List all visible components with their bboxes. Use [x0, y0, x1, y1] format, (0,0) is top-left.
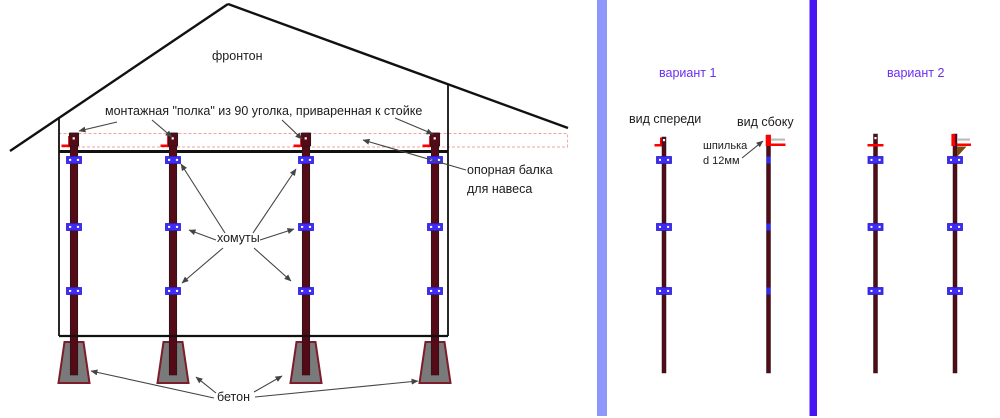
post-2	[160, 132, 181, 376]
variant2-side-post	[947, 133, 972, 374]
divider-bar-light	[597, 0, 607, 416]
clamps-label: хомуты	[217, 231, 260, 245]
concrete-arrow-1	[90, 369, 215, 399]
stud-label-line2: d 12мм	[703, 155, 740, 167]
beam-label: опорная балка для навеса	[467, 161, 553, 198]
concrete-arrow-3	[253, 375, 283, 393]
shelf-arrow-3	[281, 119, 303, 140]
annotation-arrows	[78, 117, 764, 399]
clamp-arrow-2	[188, 229, 217, 241]
shelf-arrow-4	[394, 117, 434, 135]
concrete-label: бетон	[217, 390, 250, 404]
canopy-guide-band	[58, 133, 568, 148]
post-1	[61, 132, 82, 376]
clamp-arrow-5	[259, 228, 295, 241]
beam-label-line1: опорная балка	[467, 163, 553, 177]
stud-label-line1: шпилька	[703, 140, 748, 152]
stud-label: шпилька d 12мм	[703, 139, 747, 169]
house-outline	[9, 2, 569, 338]
variant2-title: вариант 2	[887, 66, 945, 80]
variant1-side-view-label: вид сбоку	[737, 115, 794, 129]
roof-line-left	[9, 3, 229, 152]
roof-line-right	[227, 2, 569, 130]
variant1-side-post	[765, 134, 786, 374]
variant1-front-post	[654, 136, 672, 374]
main-posts	[61, 132, 443, 376]
shelf-arrow-1	[78, 121, 118, 133]
concrete-arrow-2	[195, 376, 217, 394]
gable-label: фронтон	[212, 49, 263, 63]
post-3	[293, 132, 314, 376]
beam-label-line2: для навеса	[467, 181, 533, 196]
clamp-arrow-1	[180, 163, 226, 234]
variant1-title: вариант 1	[659, 66, 717, 80]
variant1-front-view-label: вид спереди	[629, 112, 702, 126]
clamp-arrow-4	[252, 168, 297, 234]
shelf-arrow-2	[151, 119, 173, 138]
variant2-posts	[867, 133, 972, 374]
beam-arrow	[362, 138, 467, 171]
stud-arrow	[741, 140, 764, 159]
concrete-arrow-4	[254, 378, 419, 398]
divider-bar-dark	[809, 0, 817, 416]
shelf-label: монтажная "полка" из 90 уголка, приварен…	[105, 104, 423, 118]
clamp-arrow-3	[181, 247, 224, 284]
clamp-arrow-6	[253, 247, 292, 282]
variant2-front-post	[867, 133, 884, 374]
post-4	[422, 132, 443, 376]
variant1-posts	[654, 134, 786, 374]
